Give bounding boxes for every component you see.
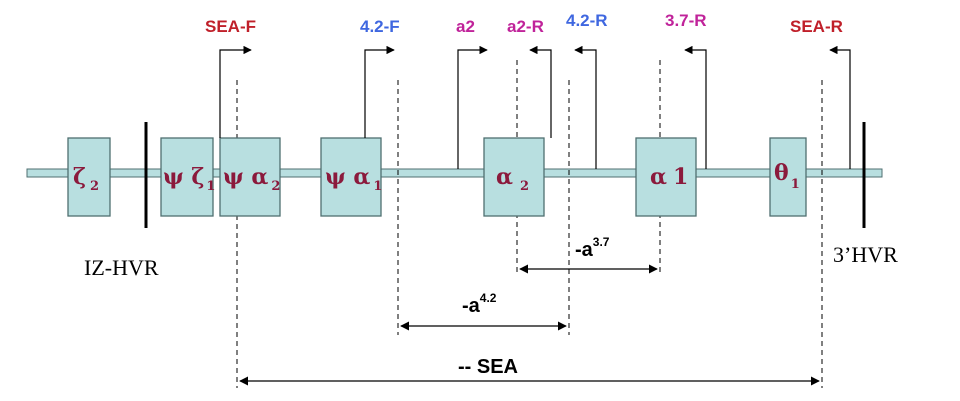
primer-label-4-2-f: 4.2-F [360, 17, 400, 36]
gene-box-alpha2 [483, 137, 545, 217]
primer-label-4-2-r: 4.2-R [566, 11, 608, 30]
gene-box-psi-zeta1 [160, 137, 214, 217]
primer-label-a2-r: a2-R [507, 17, 544, 36]
primer-arrow-a2-r [529, 45, 552, 138]
primer-arrow-sea-r [829, 45, 851, 169]
span-label-a3-7: -a3.7 [575, 235, 610, 261]
primer-arrow-3-7-r [684, 45, 707, 169]
span-label-sea: -- SEA [458, 356, 518, 378]
primer-arrow-4-2-f [364, 45, 395, 138]
hvr-label-left: IZ-HVR [84, 255, 159, 280]
gene-box-alpha1 [635, 137, 697, 217]
primer-label-3-7-r: 3.7-R [665, 11, 707, 30]
span-label-a4-2: -a4.2 [462, 291, 497, 317]
primer-arrow-a2 [457, 45, 488, 169]
chromosome-backbone [26, 168, 883, 178]
primer-arrow-sea-f [219, 45, 252, 138]
gene-box-psi-alpha2 [219, 137, 281, 217]
gene-box-zeta2 [67, 137, 111, 217]
primer-label-sea-r: SEA-R [790, 17, 843, 36]
hvr-label-right: 3’HVR [833, 242, 898, 267]
primer-arrow-4-2-r [574, 45, 597, 169]
primer-label-sea-f: SEA-F [205, 17, 256, 36]
primer-label-a2: a2 [456, 17, 475, 36]
gene-box-psi-alpha1 [320, 137, 382, 217]
gene-box-theta1 [769, 137, 807, 217]
